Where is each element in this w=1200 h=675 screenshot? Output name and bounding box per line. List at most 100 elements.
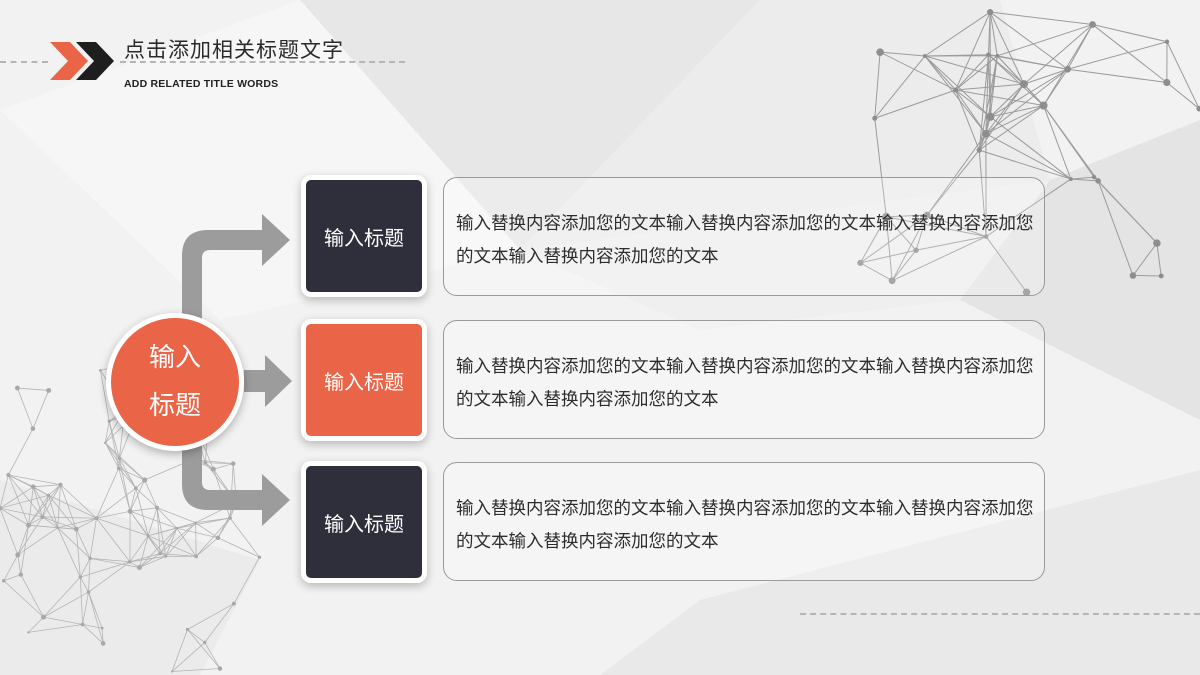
network-line [978,150,987,237]
network-node [14,385,20,391]
network-line [147,535,167,557]
network-line [118,467,145,481]
connector-up [182,214,290,330]
network-line [195,522,219,539]
network-line [989,55,998,117]
network-line [0,494,49,509]
network-line [48,495,59,528]
network-line [28,524,58,529]
network-line [96,517,149,537]
network-line [187,629,205,643]
network-line [96,518,131,563]
network-line [129,511,149,536]
item-2-description: 输入替换内容添加您的文本输入替换内容添加您的文本输入替换内容添加您的文本输入替换… [456,357,1034,410]
network-node [170,670,174,673]
network-line [159,522,196,554]
network-node [1089,21,1096,28]
network-line [17,527,58,556]
network-node [94,516,99,521]
network-node [986,52,991,58]
network-node [922,53,927,59]
network-line [3,574,21,582]
network-line [885,216,893,281]
item-2-title: 输入标题 [324,369,404,394]
network-line [1166,41,1200,109]
network-line [43,576,81,618]
network-line [42,484,61,518]
network-node [1153,239,1161,247]
network-line [108,421,120,469]
network-line [924,55,987,135]
network-line [171,642,206,672]
network-line [100,370,110,422]
network-node [876,48,884,56]
network-line [217,517,231,538]
network-node [215,535,221,540]
network-line [139,527,178,568]
network-line [187,629,221,669]
network-node [127,508,133,514]
network-line [118,458,131,512]
network-line [88,591,104,644]
network-line [0,507,29,526]
network-line [1043,24,1093,106]
network-line [990,105,1044,118]
network-line [985,54,989,134]
network-line [1067,41,1168,70]
network-line [88,561,131,593]
network-line [985,105,1044,135]
network-node [99,369,102,372]
network-line [89,557,140,568]
network-node [26,522,31,528]
network-line [165,528,178,557]
network-node [46,387,52,393]
network-node [40,514,45,520]
network-node [30,484,36,490]
network-line [217,537,260,558]
network-line [129,535,149,563]
network-line [118,458,137,489]
network-line [147,535,197,557]
network-line [79,577,83,625]
network-node [80,622,85,627]
network-line [130,507,158,512]
network-line [3,580,44,618]
network-node [888,277,896,285]
network-line [989,11,998,56]
network-line [57,484,61,528]
network-line [955,89,987,135]
item-1-title-box: 输入标题 [301,175,427,297]
network-line [165,522,196,557]
center-node-line2: 标题 [148,391,201,421]
network-line [89,518,97,559]
network-line [8,428,34,476]
network-line [233,557,260,604]
network-line [28,486,34,526]
network-line [28,516,43,526]
network-node [203,460,208,465]
item-2-description-box: 输入替换内容添加您的文本输入替换内容添加您的文本输入替换内容添加您的文本输入替换… [443,320,1045,439]
network-node [155,505,160,510]
network-line [955,54,989,91]
network-line [1093,176,1158,244]
network-line [108,421,120,459]
network-node [88,556,92,561]
network-node [913,247,919,253]
network-line [8,474,43,518]
network-node [1019,80,1028,89]
network-node [257,555,262,559]
connector-down [182,440,290,526]
network-line [955,89,991,118]
network-line [874,55,926,119]
network-line [874,89,956,119]
network-line [20,574,44,618]
network-node [1158,273,1164,279]
network-node [976,147,982,153]
network-line [3,554,19,581]
network-node [953,87,959,93]
network-line [57,527,81,578]
network-line [1132,242,1158,276]
network-line [860,214,928,264]
network-line [118,467,137,489]
